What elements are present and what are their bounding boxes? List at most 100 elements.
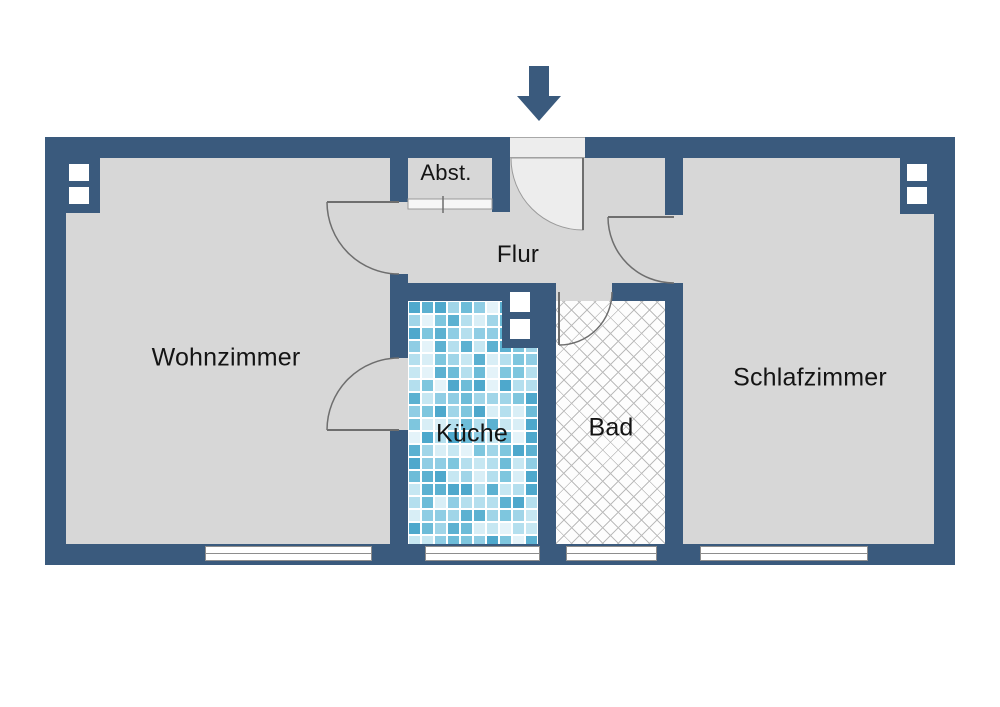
kitchen-tile	[474, 315, 485, 326]
doorway-bad	[556, 283, 612, 301]
wall-kueche-bad	[538, 283, 556, 544]
kitchen-tile	[500, 471, 511, 482]
window-glass-line	[567, 553, 656, 554]
kitchen-tile	[500, 419, 511, 430]
kitchen-tile	[474, 484, 485, 495]
kitchen-tile	[487, 419, 498, 430]
kitchen-tile	[409, 393, 420, 404]
kitchen-tile	[513, 510, 524, 521]
kitchen-tile	[422, 510, 433, 521]
kitchen-tile	[435, 367, 446, 378]
kitchen-tile	[461, 432, 472, 443]
kitchen-tile	[422, 393, 433, 404]
kitchen-tile	[500, 406, 511, 417]
kitchen-tile	[435, 315, 446, 326]
kitchen-tile	[448, 393, 459, 404]
wall-schlafzimmer-stub	[665, 158, 683, 215]
kitchen-tile	[435, 419, 446, 430]
kitchen-tile	[461, 380, 472, 391]
kitchen-tile	[448, 445, 459, 456]
kitchen-tile	[461, 406, 472, 417]
kitchen-tile	[513, 536, 524, 544]
kitchen-tile	[474, 419, 485, 430]
kitchen-tile	[435, 341, 446, 352]
kitchen-tile	[474, 302, 485, 313]
kitchen-tile	[448, 302, 459, 313]
kitchen-tile	[422, 523, 433, 534]
window-bad	[566, 546, 657, 561]
vent-opening	[907, 164, 927, 181]
kitchen-tile	[526, 393, 537, 404]
kitchen-tile	[461, 419, 472, 430]
wall-left	[45, 137, 66, 565]
kitchen-tile	[526, 497, 537, 508]
room-bad-floor	[556, 301, 665, 544]
shaft-top-right	[900, 158, 934, 214]
kitchen-tile	[409, 523, 420, 534]
kitchen-tile	[409, 367, 420, 378]
kitchen-tile	[461, 393, 472, 404]
kitchen-tile	[500, 523, 511, 534]
kitchen-tile	[500, 458, 511, 469]
kitchen-tile	[461, 341, 472, 352]
kitchen-tile	[487, 315, 498, 326]
kitchen-tile	[513, 380, 524, 391]
kitchen-tile	[526, 523, 537, 534]
kitchen-tile	[435, 393, 446, 404]
kitchen-tile	[513, 406, 524, 417]
kitchen-tile	[526, 354, 537, 365]
kitchen-tile	[487, 536, 498, 544]
kitchen-tile	[474, 458, 485, 469]
kitchen-tile	[526, 471, 537, 482]
kitchen-tile	[487, 380, 498, 391]
kitchen-tile	[526, 432, 537, 443]
kitchen-tile	[448, 484, 459, 495]
kitchen-tile	[474, 510, 485, 521]
window-glass-line	[426, 553, 539, 554]
kitchen-tile	[435, 484, 446, 495]
kitchen-tile	[409, 484, 420, 495]
kitchen-tile	[474, 406, 485, 417]
kitchen-tile	[422, 432, 433, 443]
doorway-kueche	[390, 358, 408, 430]
kitchen-tile	[435, 523, 446, 534]
kitchen-tile	[513, 432, 524, 443]
kitchen-tile	[448, 328, 459, 339]
kitchen-tile	[448, 315, 459, 326]
kitchen-tile	[435, 432, 446, 443]
kitchen-tile	[487, 497, 498, 508]
kitchen-tile	[422, 419, 433, 430]
kitchen-tile	[487, 354, 498, 365]
window-schlafzimmer	[700, 546, 868, 561]
room-schlafzimmer-floor	[683, 158, 934, 544]
shaft-kueche-bad	[502, 283, 538, 348]
kitchen-tile	[487, 367, 498, 378]
kitchen-tile	[448, 354, 459, 365]
kitchen-tile	[461, 445, 472, 456]
kitchen-tile	[422, 341, 433, 352]
kitchen-tile	[409, 354, 420, 365]
kitchen-tile	[422, 315, 433, 326]
kitchen-tile	[461, 315, 472, 326]
kitchen-tile	[513, 393, 524, 404]
kitchen-tile	[422, 354, 433, 365]
kitchen-tile	[435, 510, 446, 521]
kitchen-tile	[448, 458, 459, 469]
room-label-flur: Flur	[496, 241, 540, 268]
kitchen-tile	[500, 432, 511, 443]
kitchen-tile	[448, 471, 459, 482]
kitchen-tile	[409, 341, 420, 352]
vent-opening	[510, 292, 530, 312]
kueche-door-arc	[326, 357, 400, 431]
entrance-door-swing	[510, 157, 584, 231]
kitchen-tile	[487, 341, 498, 352]
kitchen-tile	[409, 380, 420, 391]
entrance-arrow-icon	[517, 66, 561, 121]
window-glass-line	[206, 553, 371, 554]
kitchen-tile	[461, 471, 472, 482]
kitchen-tile	[487, 302, 498, 313]
kitchen-tile	[500, 497, 511, 508]
room-label-abstellraum: Abst.	[420, 160, 472, 185]
kitchen-tile	[448, 341, 459, 352]
